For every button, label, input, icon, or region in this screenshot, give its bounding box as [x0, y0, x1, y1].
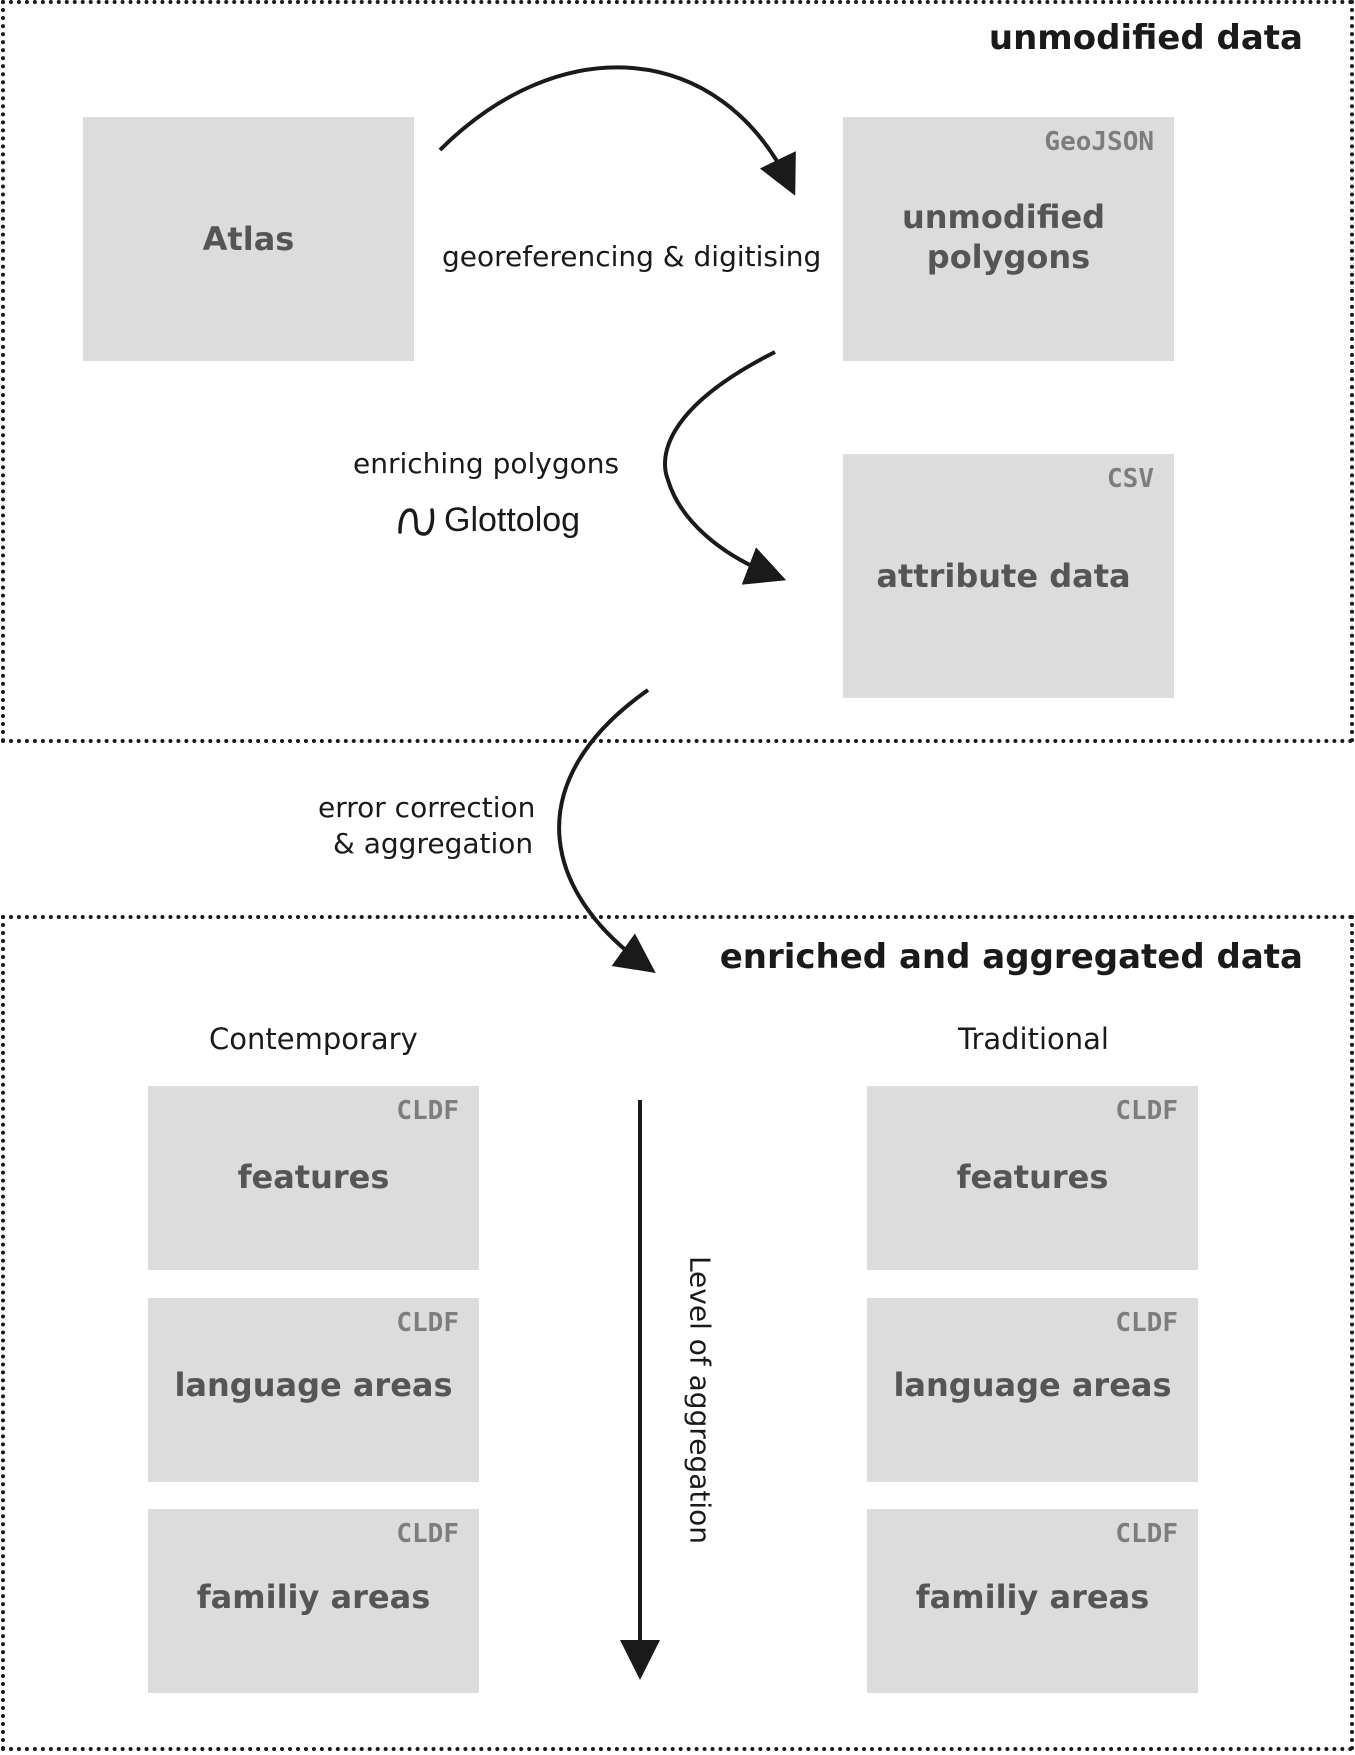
enriching-arrow [663, 350, 787, 585]
aggregation-axis-label: Level of aggregation [683, 1255, 717, 1545]
atlas-box: Atlas [83, 117, 414, 361]
cldf-tag: CLDF [1115, 1096, 1178, 1126]
column-heading-contemporary: Contemporary [209, 1022, 418, 1056]
cldf-tag: CLDF [396, 1519, 459, 1549]
unmodified-data-title: unmodified data [988, 18, 1303, 58]
language-areas-label: language areas [893, 1366, 1172, 1404]
glottolog-label: Glottolog [444, 501, 581, 539]
unmodified-polygons-label-line1: unmodified [901, 198, 1106, 236]
traditional-family-areas-box: CLDF familiy areas [867, 1509, 1198, 1693]
enriched-data-region [1, 915, 1354, 1751]
georeferencing-arrow [438, 65, 796, 196]
features-label: features [237, 1158, 390, 1196]
csv-tag: CSV [1107, 464, 1154, 494]
enriched-data-title: enriched and aggregated data [719, 937, 1303, 977]
unmodified-polygons-box: GeoJSON unmodified polygons [843, 117, 1174, 361]
glottolog-logo: Glottolog [394, 498, 644, 548]
error-correction-arrow [557, 688, 656, 973]
error-correction-label-line1: error correction [318, 791, 536, 824]
georeferencing-label: georeferencing & digitising [442, 240, 822, 273]
attribute-data-label: attribute data [876, 557, 1131, 595]
traditional-language-areas-box: CLDF language areas [867, 1298, 1198, 1482]
cldf-tag: CLDF [396, 1308, 459, 1338]
family-areas-label: familiy areas [915, 1578, 1150, 1616]
language-areas-label: language areas [174, 1366, 453, 1404]
cldf-tag: CLDF [1115, 1519, 1178, 1549]
attribute-data-box: CSV attribute data [843, 454, 1174, 698]
glottolog-icon [398, 508, 435, 536]
unmodified-data-region [1, 0, 1354, 743]
atlas-label: Atlas [202, 220, 295, 258]
cldf-tag: CLDF [396, 1096, 459, 1126]
contemporary-features-box: CLDF features [148, 1086, 479, 1270]
features-label: features [956, 1158, 1109, 1196]
column-heading-traditional: Traditional [958, 1022, 1109, 1056]
enriching-polygons-label: enriching polygons [353, 447, 620, 480]
contemporary-language-areas-box: CLDF language areas [148, 1298, 479, 1482]
cldf-tag: CLDF [1115, 1308, 1178, 1338]
contemporary-family-areas-box: CLDF familiy areas [148, 1509, 479, 1693]
error-correction-label-line2: & aggregation [333, 827, 534, 860]
family-areas-label: familiy areas [196, 1578, 431, 1616]
geojson-tag: GeoJSON [1044, 127, 1154, 157]
traditional-features-box: CLDF features [867, 1086, 1198, 1270]
unmodified-polygons-label-line2: polygons [926, 238, 1091, 276]
